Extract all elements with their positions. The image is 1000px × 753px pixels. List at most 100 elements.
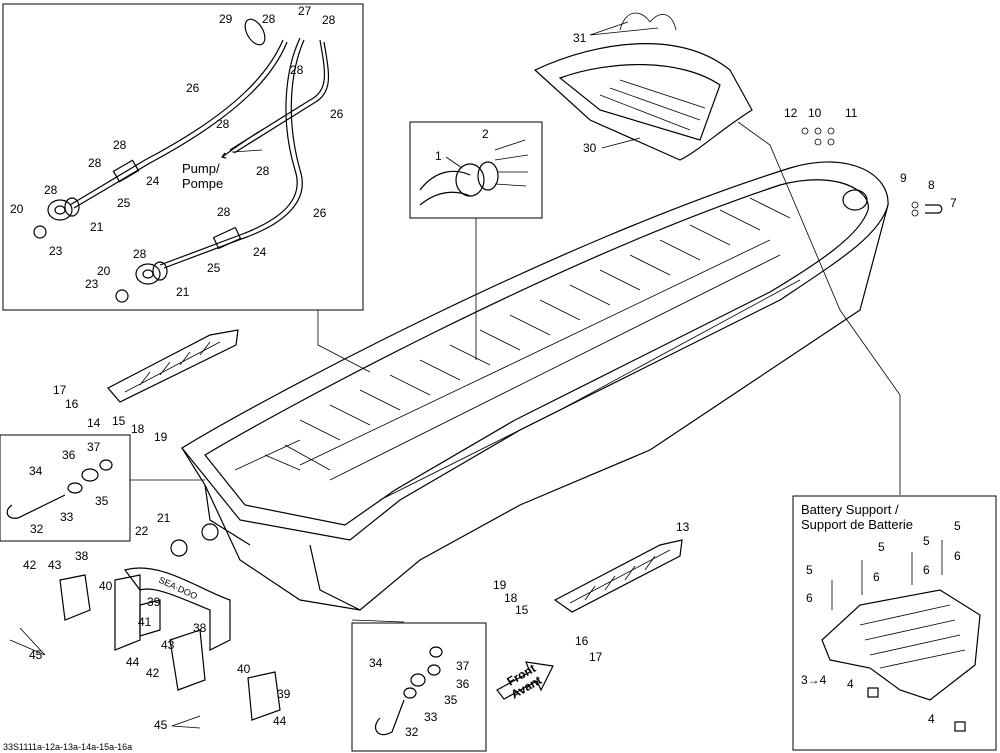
pump-label-fr: Pompe [182,176,223,191]
callout-43: 43 [48,558,62,572]
callout-40: 40 [99,579,113,593]
callout-25: 25 [117,196,131,210]
pump-box-callouts: 29 28 27 28 28 26 26 28 28 24 28 25 28 2… [10,4,344,299]
callout-6: 6 [806,591,813,605]
callout-28: 28 [217,205,231,219]
callout-28: 28 [290,63,304,77]
callout-4: 4 [928,712,935,726]
callout-6: 6 [954,549,961,563]
hardware-right: 12 10 11 9 8 7 [784,106,957,217]
callout-18: 18 [504,591,518,605]
callout-28: 28 [133,247,147,261]
callout-41: 41 [138,615,152,629]
callout-26: 26 [186,81,200,95]
battery-title-fr: Support de Batterie [801,517,913,532]
callout-5: 5 [923,534,930,548]
callout-24: 24 [146,174,160,188]
callout-4: 4 [847,677,854,691]
callout-25: 25 [207,261,221,275]
left-rail: 17 16 14 15 18 19 [53,329,239,444]
callout-32: 32 [405,725,419,739]
callout-38: 38 [193,621,207,635]
callout-34: 34 [369,656,383,670]
callout-33: 33 [424,710,438,724]
callout-8: 8 [928,178,935,192]
callout-5: 5 [954,519,961,533]
callout-28: 28 [44,183,58,197]
callout-6: 6 [873,570,880,584]
callout-33: 33 [60,510,74,524]
callout-9: 9 [900,171,907,185]
callout-34: 34 [29,464,43,478]
battery-support-inset: Battery Support / Support de Batterie 5 … [792,495,997,751]
callout-21: 21 [90,220,104,234]
callout-43: 43 [161,638,175,652]
callout-30: 30 [583,141,597,155]
hull [181,121,901,623]
callout-15: 15 [515,603,529,617]
callout-39: 39 [277,687,291,701]
callout-37: 37 [87,440,101,454]
pump-label: Pump/ [182,161,220,176]
callout-36: 36 [456,677,470,691]
callout-22: 22 [135,524,149,538]
callout-44: 44 [273,714,287,728]
callout-2: 2 [482,127,489,141]
callout-18: 18 [131,422,145,436]
callout-42: 42 [146,666,160,680]
callout-17: 17 [589,650,603,664]
callout-28: 28 [256,164,270,178]
callout-28: 28 [88,156,102,170]
callout-36: 36 [62,448,76,462]
callout-10: 10 [808,106,822,120]
storage-tray: 31 30 [533,12,753,161]
grommet-inset: 2 1 [409,121,543,219]
callout-35: 35 [95,494,109,508]
callout-28: 28 [113,138,127,152]
callout-40: 40 [237,662,251,676]
callout-14: 14 [87,416,101,430]
callout-5: 5 [806,563,813,577]
callout-15: 15 [112,414,126,428]
callout-24: 24 [253,245,267,259]
callout-19: 19 [493,578,507,592]
pump-lines-inset: Pump/ Pompe [2,3,364,311]
callout-45: 45 [29,648,43,662]
callout-28: 28 [216,117,230,131]
callout-28: 28 [322,13,336,27]
right-rail: 13 19 18 15 16 17 [493,520,690,664]
callout-28: 28 [262,12,276,26]
front-arrow: Front Avant [496,661,554,702]
callout-11: 11 [845,106,858,120]
callout-6: 6 [923,563,930,577]
callout-21: 21 [157,511,171,525]
callout-37: 37 [456,659,470,673]
callout-20: 20 [97,264,111,278]
callout-35: 35 [444,693,458,707]
callout-12: 12 [784,106,798,120]
callout-20: 20 [10,202,24,216]
callout-38: 38 [75,549,89,563]
callout-32: 32 [30,522,44,536]
callout-17: 17 [53,383,67,397]
latch-left-inset: 36 37 34 35 33 32 [0,434,205,542]
callout-31: 31 [573,31,587,45]
callout-5: 5 [878,540,885,554]
callout-42: 42 [23,558,37,572]
callout-45: 45 [154,718,168,732]
callout-1: 1 [435,149,442,163]
callout-29: 29 [219,12,233,26]
callout-44: 44 [126,655,140,669]
callout-16: 16 [575,634,589,648]
diagram-caption: 33S1111a-12a-13a-14a-15a-16a [3,742,132,752]
callout-26: 26 [313,206,327,220]
callout-13: 13 [676,520,690,534]
callout-19: 19 [154,430,168,444]
battery-title: Battery Support / [801,502,899,517]
callout-16: 16 [65,397,79,411]
callout-3-to-4: 3→4 [801,673,827,687]
callout-26: 26 [330,107,344,121]
callout-21: 21 [176,285,190,299]
callout-23: 23 [49,244,63,258]
